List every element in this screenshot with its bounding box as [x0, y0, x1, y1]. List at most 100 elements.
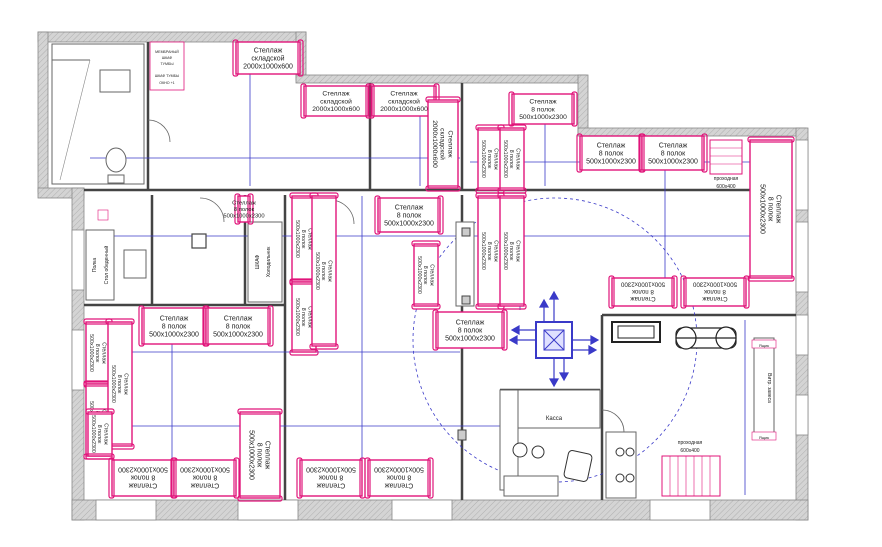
shelf-endcap — [374, 195, 381, 235]
shelf-endcap — [411, 303, 441, 310]
shelf-label: 8 полок — [397, 212, 422, 219]
center-fixtures — [455, 221, 475, 441]
shelf-label: 500x1000x2300 — [110, 365, 116, 403]
shelf-label: Стеллаж — [190, 482, 219, 489]
shelf-endcap — [296, 457, 303, 499]
shelf-endcap — [743, 275, 750, 309]
shelf-frame — [749, 139, 793, 279]
display-table — [508, 290, 600, 388]
wc-sign-3: ТУМБЫ — [160, 62, 173, 66]
curtain-label: Витр. завеса — [766, 373, 772, 403]
shelf-label: Стеллаж — [254, 47, 283, 54]
shelf-label: 500x1000x2300 — [223, 214, 264, 220]
shelf-label: Стеллаж — [316, 482, 345, 489]
shelf-label: 500x1000x2300 — [384, 221, 434, 228]
shelf-frame — [299, 459, 363, 497]
wall-left-upper — [37, 31, 49, 193]
shelf-label: Стеллаж — [775, 195, 782, 224]
shelf-label: Стеллаж — [395, 204, 424, 211]
shelf-frame — [477, 195, 503, 307]
shelf-label: 8 полок — [162, 323, 187, 330]
shelf-label: 500x1000x2300 — [118, 466, 168, 473]
shelf-frame — [173, 459, 237, 497]
shelf-frame — [371, 85, 437, 117]
shelf-frame — [499, 195, 525, 307]
shelf-endcap — [432, 309, 439, 351]
shelf-label: 8 полок — [96, 425, 102, 444]
shelf-label: 500x1000x2300 — [586, 159, 636, 166]
shelf-label: 500x1000x2300 — [648, 159, 698, 166]
shelf-endcap — [671, 275, 678, 309]
shelf-frame — [239, 411, 281, 499]
wc-sign-4: ШКАФ ТУМБЫ — [155, 74, 179, 78]
small-box-1-label: Ящик — [759, 343, 769, 348]
shelf-endcap — [747, 136, 795, 143]
shelf-endcap — [501, 309, 508, 351]
shelf-label: Стеллаж — [659, 142, 688, 149]
shelf-label: Стеллаж — [122, 373, 128, 395]
shelf-endcap — [638, 133, 645, 173]
shelf-frame — [511, 93, 575, 125]
passage-1-label-a: проходная — [678, 440, 703, 446]
shelf-endcap — [309, 343, 339, 350]
shelf-label: 500x1000x2300 — [519, 114, 567, 121]
shelf-label: 500x1000x2300 — [480, 140, 486, 178]
shelf-label: 500x1000x2300 — [692, 281, 737, 288]
shelf-label: Стеллаж — [326, 260, 332, 282]
shelf-label: Стеллаж — [702, 295, 728, 302]
shelf-label: Стеллаж — [529, 99, 557, 106]
shelf-endcap — [425, 185, 461, 192]
shelf-endcap — [497, 192, 527, 199]
shelf-label: 500x1000x2300 — [416, 256, 422, 294]
shelf-unit — [85, 229, 115, 301]
shelf-frame — [311, 195, 337, 347]
shelf-frame — [85, 321, 111, 385]
table-label: Стол обеденный — [103, 245, 110, 284]
shelf-label: 8 полок — [704, 288, 726, 295]
shelf-endcap — [138, 305, 145, 347]
shelf-label: Стеллаж — [102, 423, 108, 445]
column — [191, 233, 207, 249]
shelf-label: Стеллаж — [384, 482, 413, 489]
shelf-label: 8 полок — [130, 474, 155, 481]
shelf-label: 8 полок — [256, 443, 263, 468]
shelf-label: Стеллаж — [264, 441, 271, 470]
office-room: Полка Стол обеденный ШКАФ Холодильник — [85, 197, 355, 303]
shelf-endcap — [427, 457, 434, 499]
shelf-label: 500x1000x2300 — [502, 140, 508, 178]
shelf-label: 500x1000x2300 — [306, 466, 356, 473]
shelf-label: 500x1000x2300 — [213, 332, 263, 339]
shelf-label: Стеллаж — [306, 228, 312, 250]
shelf-label: 500x1000x2300 — [502, 232, 508, 270]
shelf-label: 8 полок — [94, 344, 100, 363]
shelf-endcap — [365, 83, 372, 119]
shelf-endcap — [237, 495, 283, 502]
wall-top-mid — [295, 74, 587, 84]
shelf-label: Стеллаж — [428, 264, 434, 286]
shelf-frame — [367, 459, 431, 497]
cabinet-label-2: Холодильник — [266, 246, 272, 277]
shelf-label: складской — [251, 54, 284, 62]
cabinet-label-1: ШКАФ — [255, 255, 261, 270]
shelf-frame — [683, 277, 747, 307]
shelf-label: Стеллаж — [492, 148, 498, 170]
shelf-endcap — [85, 408, 115, 415]
shelf-label: Стеллаж — [597, 142, 626, 149]
shelf-frame — [111, 459, 175, 497]
shelf-frame — [499, 127, 525, 191]
shelf-endcap — [701, 133, 708, 173]
shelf-label: Стеллаж — [100, 342, 106, 364]
shelf-endcap — [170, 457, 177, 499]
shelf-endcap — [571, 91, 578, 127]
toilet — [105, 147, 127, 173]
